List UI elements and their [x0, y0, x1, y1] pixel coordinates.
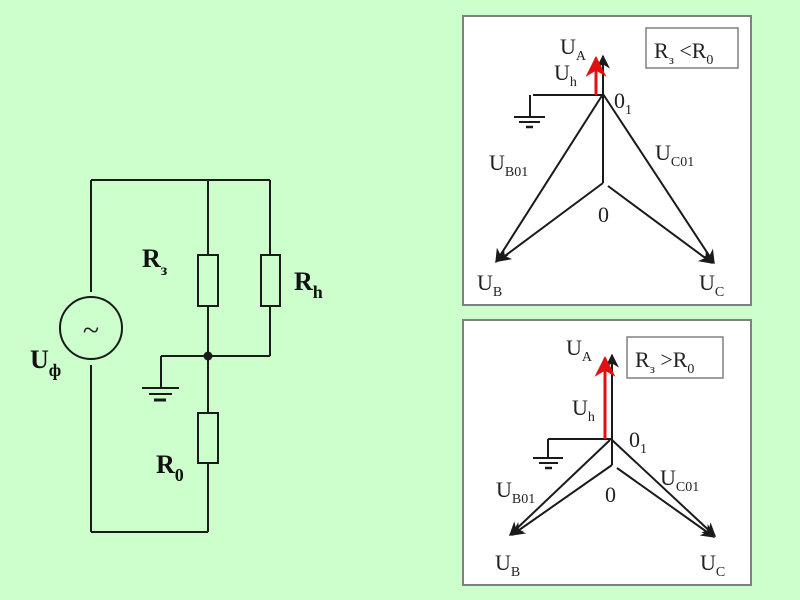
label-ub01: UB01 [489, 150, 528, 180]
label-r-ground: Rз [142, 244, 168, 279]
label-o: 0 [605, 482, 616, 507]
label-ub: UB [477, 270, 502, 300]
vector-ub01 [495, 93, 604, 264]
label-uc: UC [699, 270, 724, 300]
label-o1: 01 [614, 88, 632, 118]
label-o1: 01 [629, 427, 647, 457]
condition-text: Rз >R0 [635, 347, 694, 377]
ac-source-icon: ~ [83, 314, 99, 347]
ac-source [59, 296, 123, 360]
resistor-r0 [197, 412, 219, 464]
circuit-schematic [59, 179, 281, 533]
label-uc01: UC01 [660, 465, 699, 495]
vector-diagram-panel-1: Rз <R0 UA Uh 01 UB01 UC01 0 UB [462, 15, 752, 306]
label-uc: UC [700, 550, 725, 580]
ground-icon [142, 387, 179, 402]
vector-ub01 [508, 439, 611, 536]
vector-uc01 [602, 93, 715, 265]
junction-node [203, 351, 213, 361]
label-ub01: UB01 [496, 477, 535, 507]
vector-diagram-panel-2: Rз >R0 UA Uh 01 UB01 UC01 0 UB UC [462, 319, 752, 586]
condition-box [626, 336, 724, 379]
vector-ub [496, 182, 604, 262]
label-uh: Uh [572, 395, 595, 425]
label-ua: UA [560, 34, 587, 64]
label-uc01: UC01 [655, 140, 694, 170]
label-uh: Uh [554, 60, 577, 90]
condition-text: Rз <R0 [654, 38, 713, 68]
label-r0: R0 [156, 450, 184, 485]
vector-uc01 [611, 439, 717, 537]
label-ub: UB [495, 550, 520, 580]
vector-uc [607, 185, 714, 264]
condition-box [645, 27, 739, 69]
label-o: 0 [598, 202, 609, 227]
label-source-voltage: Uф [30, 345, 61, 380]
ground-icon [533, 457, 563, 470]
label-r-h: Rh [294, 267, 323, 302]
ground-icon [514, 116, 545, 129]
vector-uc [616, 467, 716, 538]
resistor-r-h [260, 254, 281, 307]
resistor-r-ground [197, 254, 219, 307]
label-ua: UA [566, 335, 593, 365]
vector-ub [510, 464, 613, 536]
